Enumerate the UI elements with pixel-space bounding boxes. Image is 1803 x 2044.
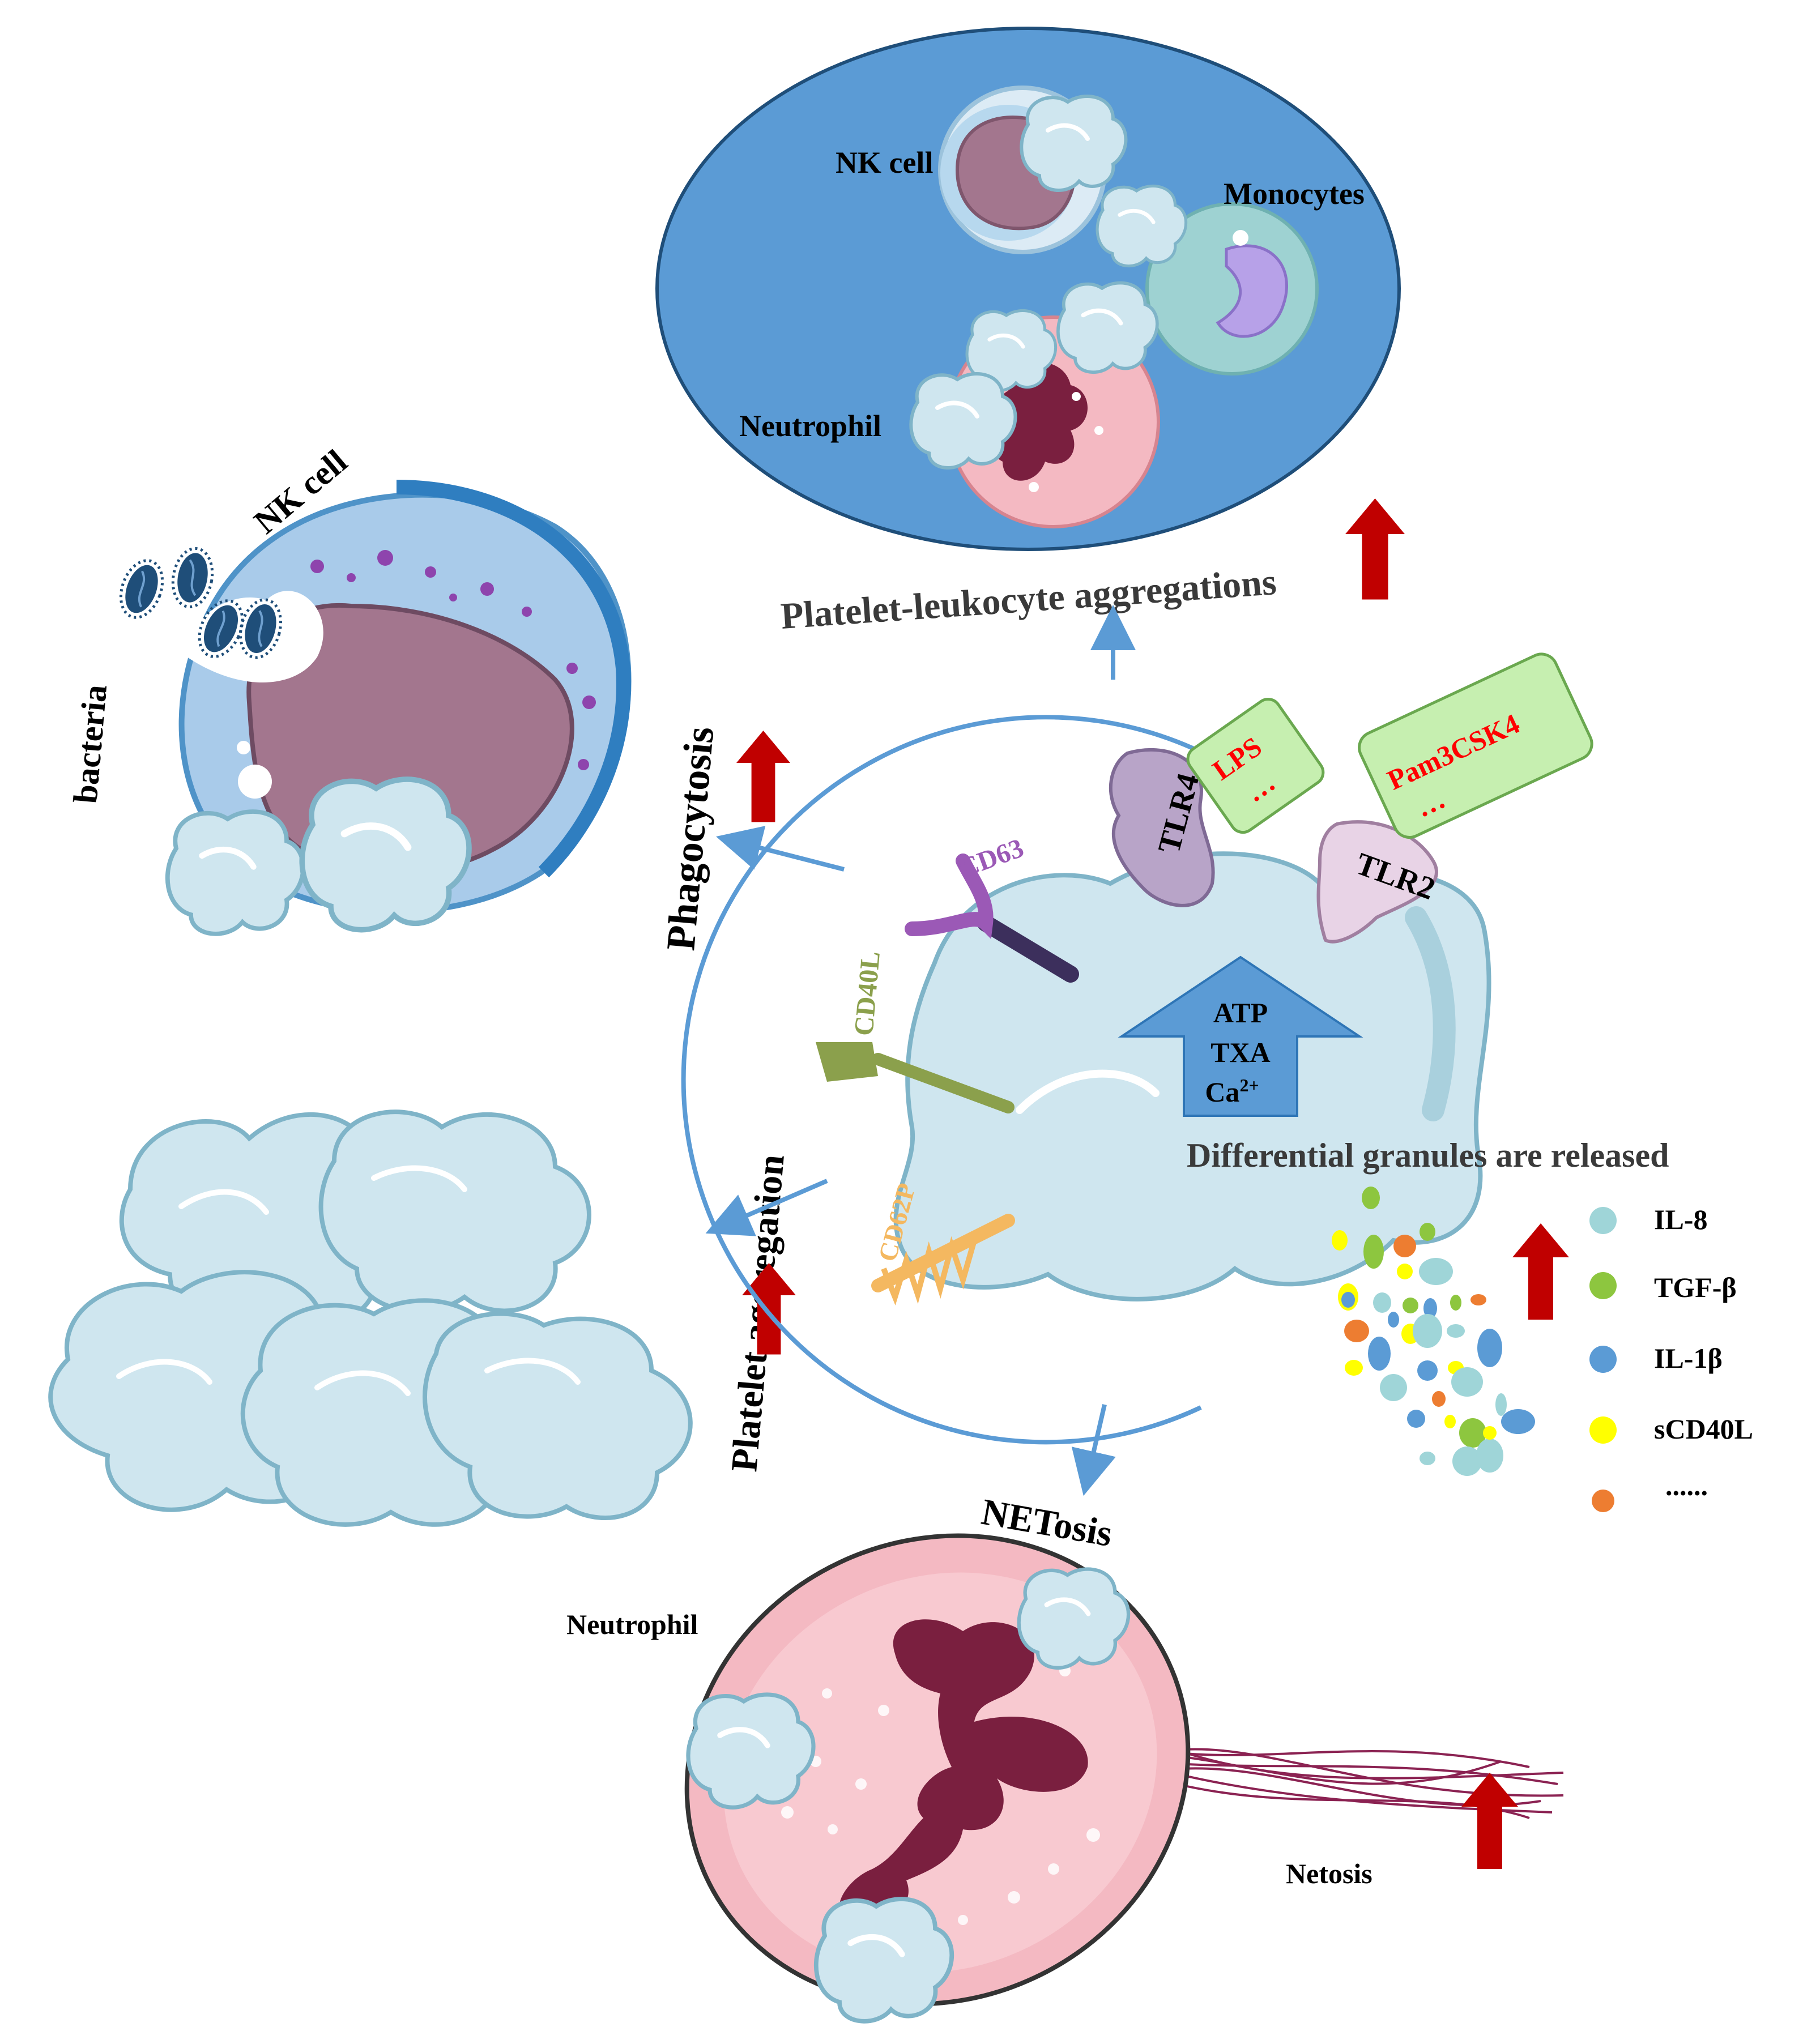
legend-label: ...... bbox=[1665, 1470, 1708, 1501]
aggregate-platelet bbox=[318, 1110, 591, 1313]
increase-arrow-icon bbox=[1345, 498, 1405, 600]
legend-item-il1b: IL-1β bbox=[1589, 1342, 1723, 1374]
monocytes-label: Monocytes bbox=[1224, 177, 1365, 211]
cd40l-label: CD40L bbox=[849, 950, 886, 1037]
legend-label: IL-8 bbox=[1654, 1204, 1707, 1235]
arrow-to-aggregation bbox=[705, 1179, 828, 1236]
platelet-bound bbox=[1097, 186, 1186, 266]
blood-vessel-oval bbox=[655, 27, 1401, 551]
netosis-panel: NETosis bbox=[566, 1491, 1564, 2044]
pam3csk4-ligand-box: Pam3CSK4 … bbox=[1358, 652, 1593, 839]
granules-panel: Differential granules are released bbox=[1187, 1137, 1753, 1512]
increase-arrow-icon bbox=[736, 731, 790, 822]
cd63-label: CD63 bbox=[955, 833, 1028, 884]
bacteria-icon bbox=[113, 555, 169, 624]
platelet-bound bbox=[688, 1695, 813, 1807]
arrow-to-netosis bbox=[1071, 1404, 1116, 1496]
legend-swatch bbox=[1589, 1207, 1617, 1234]
arrow-to-phagocytosis bbox=[716, 826, 845, 872]
neutrophil-label-bottom: Neutrophil bbox=[566, 1608, 698, 1640]
platelet-leukocyte-caption: Platelet-leukocyte aggregations bbox=[779, 561, 1278, 637]
platelet-bound bbox=[168, 812, 303, 934]
platelet-bound bbox=[1019, 1569, 1128, 1668]
cd63-receptor bbox=[905, 854, 1079, 983]
neutrophil-label-top: Neutrophil bbox=[739, 409, 881, 443]
ca-label: Ca2+ bbox=[1205, 1075, 1259, 1108]
granules-caption: Differential granules are released bbox=[1187, 1137, 1669, 1174]
bacteria-label: bacteria bbox=[66, 683, 114, 805]
platelet-bound bbox=[302, 779, 469, 930]
atp-label: ATP bbox=[1213, 997, 1268, 1029]
platelet-aggregation-panel: Platelet aggregation bbox=[48, 1110, 796, 1527]
legend-swatch bbox=[1589, 1272, 1617, 1299]
nk-phagocytosis-panel: NK cell bacteria Phagocytosis bbox=[66, 442, 790, 952]
phagocytosis-label: Phagocytosis bbox=[658, 725, 722, 952]
platelet-bound bbox=[1021, 96, 1126, 190]
legend-item-tgfb: TGF-β bbox=[1589, 1271, 1737, 1303]
legend-label: IL-1β bbox=[1654, 1342, 1723, 1374]
platelet-leukocyte-panel: NK cell Monocytes Neutrophil Platelet-le… bbox=[655, 27, 1405, 637]
ca-superscript: 2+ bbox=[1239, 1075, 1259, 1095]
increase-arrow-icon bbox=[1512, 1223, 1569, 1320]
lps-ligand-box: LPS … bbox=[1186, 698, 1325, 834]
netosis-label: Netosis bbox=[1286, 1858, 1373, 1889]
monocyte-cell bbox=[1145, 202, 1319, 375]
bacteria-icon bbox=[168, 545, 216, 610]
tlr2-receptor bbox=[1316, 820, 1438, 944]
legend-swatch bbox=[1589, 1346, 1617, 1373]
ca-text: Ca bbox=[1205, 1076, 1239, 1108]
legend-item-scd40l: sCD40L bbox=[1589, 1413, 1753, 1445]
neutrophil-nucleus bbox=[839, 1619, 1088, 1921]
legend-item-il8: IL-8 bbox=[1589, 1204, 1707, 1235]
cd40l-receptor bbox=[816, 1042, 1015, 1113]
legend-label: sCD40L bbox=[1654, 1413, 1753, 1445]
nk-cell-label-top: NK cell bbox=[836, 146, 933, 180]
granule-cloud bbox=[1332, 1187, 1535, 1476]
granule-legend: IL-8 TGF-β IL-1β sCD40L ...... bbox=[1589, 1204, 1753, 1512]
platelet-bound bbox=[911, 374, 1015, 468]
platelet-bound bbox=[1058, 283, 1157, 373]
legend-swatch bbox=[1589, 1416, 1617, 1444]
legend-swatch bbox=[1592, 1490, 1614, 1512]
legend-label: TGF-β bbox=[1654, 1271, 1737, 1303]
platelet-bound bbox=[816, 1899, 952, 2021]
txa-label: TXA bbox=[1210, 1036, 1271, 1068]
legend-item-other: ...... bbox=[1592, 1470, 1708, 1512]
mediator-release-arrow: ATP TXA Ca2+ bbox=[1118, 955, 1363, 1117]
aggregate-platelet bbox=[423, 1311, 693, 1520]
granule-dots bbox=[310, 550, 596, 770]
activated-platelet-panel: CD63 CD40L CD62P TLR4 LPS … TLR2 Pam3CSK… bbox=[681, 605, 1593, 1496]
cd62p-receptor bbox=[871, 1214, 1015, 1306]
increase-arrow-icon bbox=[1461, 1773, 1518, 1869]
center-circle-arc bbox=[681, 715, 1237, 1445]
